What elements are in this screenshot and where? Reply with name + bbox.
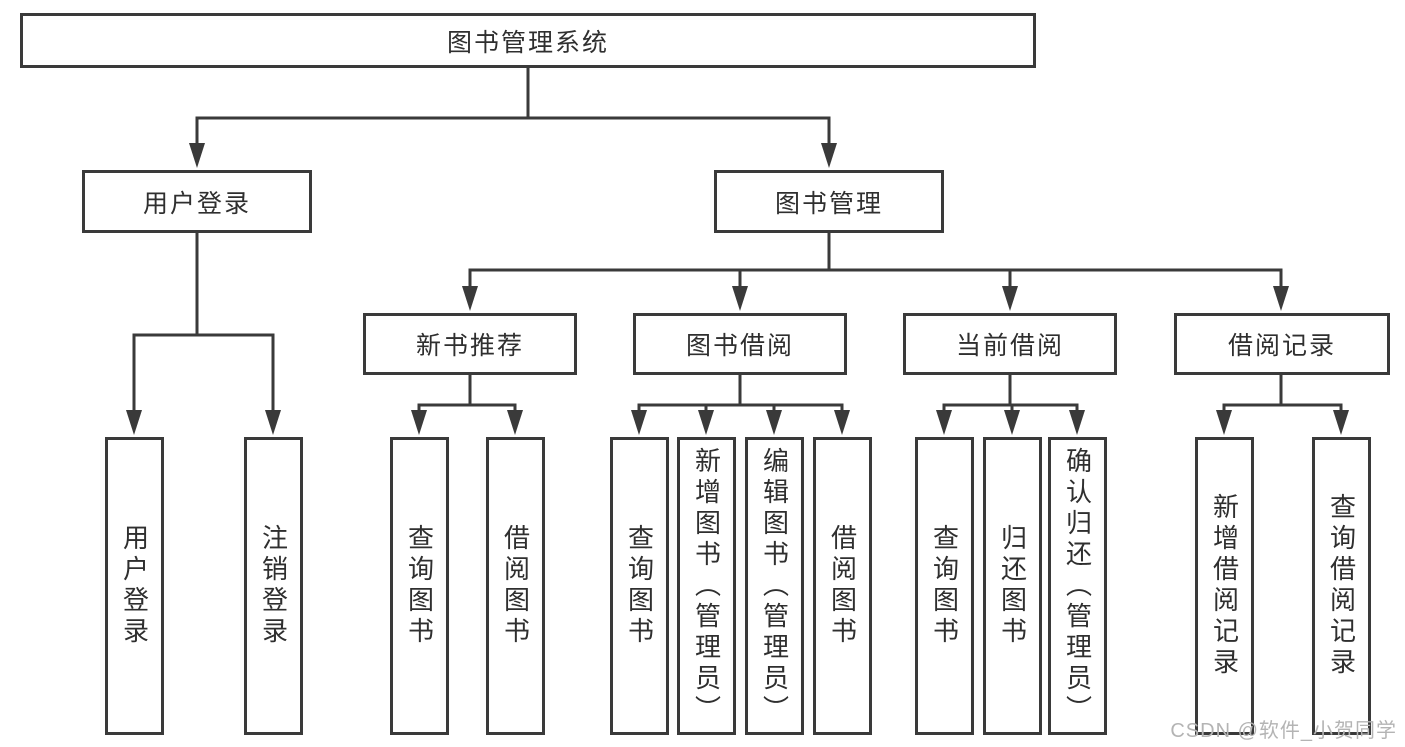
arrow-leaf-bor-borrow — [834, 410, 850, 435]
node-root: 图书管理系统 — [20, 13, 1036, 68]
arrow-leaf-bor-edit — [766, 410, 782, 435]
arrow-leaf-logout — [265, 410, 281, 435]
leaf-borrow-query-books: 查询图书 — [610, 437, 669, 735]
leaf-current-confirm-return: 确认归还（管理员） — [1048, 437, 1107, 735]
leaf-borrow-borrow-books: 借阅图书 — [813, 437, 872, 735]
arrow-new-rec — [462, 286, 478, 311]
csdn-watermark: CSDN @软件_小贺同学 — [1170, 720, 1397, 742]
arrow-user-login — [189, 143, 205, 168]
edge-bookmgmt-to-level3 — [468, 233, 1283, 287]
node-current-borrow: 当前借阅 — [903, 313, 1117, 375]
leaf-current-return-books: 归还图书 — [983, 437, 1042, 735]
node-borrow-record: 借阅记录 — [1174, 313, 1390, 375]
leaf-current-confirm-return-label: 确认归还（管理员） — [1062, 446, 1093, 726]
node-user-login: 用户登录 — [82, 170, 312, 233]
leaf-rec-borrow-books-label: 借阅图书 — [500, 524, 531, 648]
arrow-leaf-rec-borrow — [507, 410, 523, 435]
leaf-logout: 注销登录 — [244, 437, 303, 735]
leaf-borrow-add-books-label: 新增图书（管理员） — [691, 446, 722, 726]
leaf-logout-label: 注销登录 — [258, 524, 289, 648]
edge-root-to-level2 — [195, 68, 831, 144]
node-root-label: 图书管理系统 — [446, 28, 609, 57]
arrow-leaf-record-query — [1333, 410, 1349, 435]
leaf-record-add: 新增借阅记录 — [1195, 437, 1254, 735]
edge-current-to-leaves — [942, 374, 1079, 411]
leaf-borrow-query-books-label: 查询图书 — [624, 524, 655, 648]
leaf-record-query-label: 查询借阅记录 — [1326, 493, 1357, 679]
arrow-leaf-login — [126, 410, 142, 435]
leaf-rec-query-books-label: 查询图书 — [404, 524, 435, 648]
leaf-record-query: 查询借阅记录 — [1312, 437, 1371, 735]
arrow-leaf-rec-query — [411, 410, 427, 435]
leaf-rec-query-books: 查询图书 — [390, 437, 449, 735]
leaf-user-login: 用户登录 — [105, 437, 164, 735]
arrow-leaf-bor-add — [698, 410, 714, 435]
edge-borrow-to-leaves — [637, 375, 844, 411]
node-book-borrow-label: 图书借阅 — [685, 332, 794, 360]
node-borrow-record-label: 借阅记录 — [1227, 332, 1336, 360]
edge-record-to-leaves — [1222, 375, 1343, 411]
leaf-borrow-edit-books: 编辑图书（管理员） — [745, 437, 804, 735]
arrow-record — [1273, 286, 1289, 311]
leaf-borrow-edit-books-label: 编辑图书（管理员） — [759, 446, 790, 726]
leaf-borrow-add-books: 新增图书（管理员） — [677, 437, 736, 735]
arrow-leaf-cur-query — [936, 410, 952, 435]
arrow-leaf-cur-return — [1004, 410, 1020, 435]
node-book-mgmt-label: 图书管理 — [774, 189, 883, 218]
arrow-borrow — [732, 286, 748, 311]
edge-userlogin-to-leaves — [132, 233, 275, 411]
arrowheads — [126, 143, 1349, 435]
leaf-current-query-books: 查询图书 — [915, 437, 974, 735]
node-user-login-label: 用户登录 — [142, 189, 251, 218]
arrow-leaf-cur-confirm — [1069, 410, 1085, 435]
edge-newrec-to-leaves — [417, 375, 517, 411]
arrow-book-mgmt — [821, 143, 837, 168]
arrow-current — [1002, 286, 1018, 311]
leaf-user-login-label: 用户登录 — [119, 524, 150, 648]
arrow-leaf-bor-query — [631, 410, 647, 435]
leaf-record-add-label: 新增借阅记录 — [1209, 493, 1240, 679]
leaf-current-return-books-label: 归还图书 — [997, 524, 1028, 648]
arrow-leaf-record-add — [1216, 410, 1232, 435]
node-new-book-rec: 新书推荐 — [363, 313, 577, 375]
leaf-rec-borrow-books: 借阅图书 — [486, 437, 545, 735]
node-new-book-rec-label: 新书推荐 — [415, 332, 524, 360]
node-book-mgmt: 图书管理 — [714, 170, 944, 233]
leaf-borrow-borrow-books-label: 借阅图书 — [827, 524, 858, 648]
node-current-borrow-label: 当前借阅 — [955, 332, 1064, 360]
node-book-borrow: 图书借阅 — [633, 313, 847, 375]
leaf-current-query-books-label: 查询图书 — [929, 524, 960, 648]
